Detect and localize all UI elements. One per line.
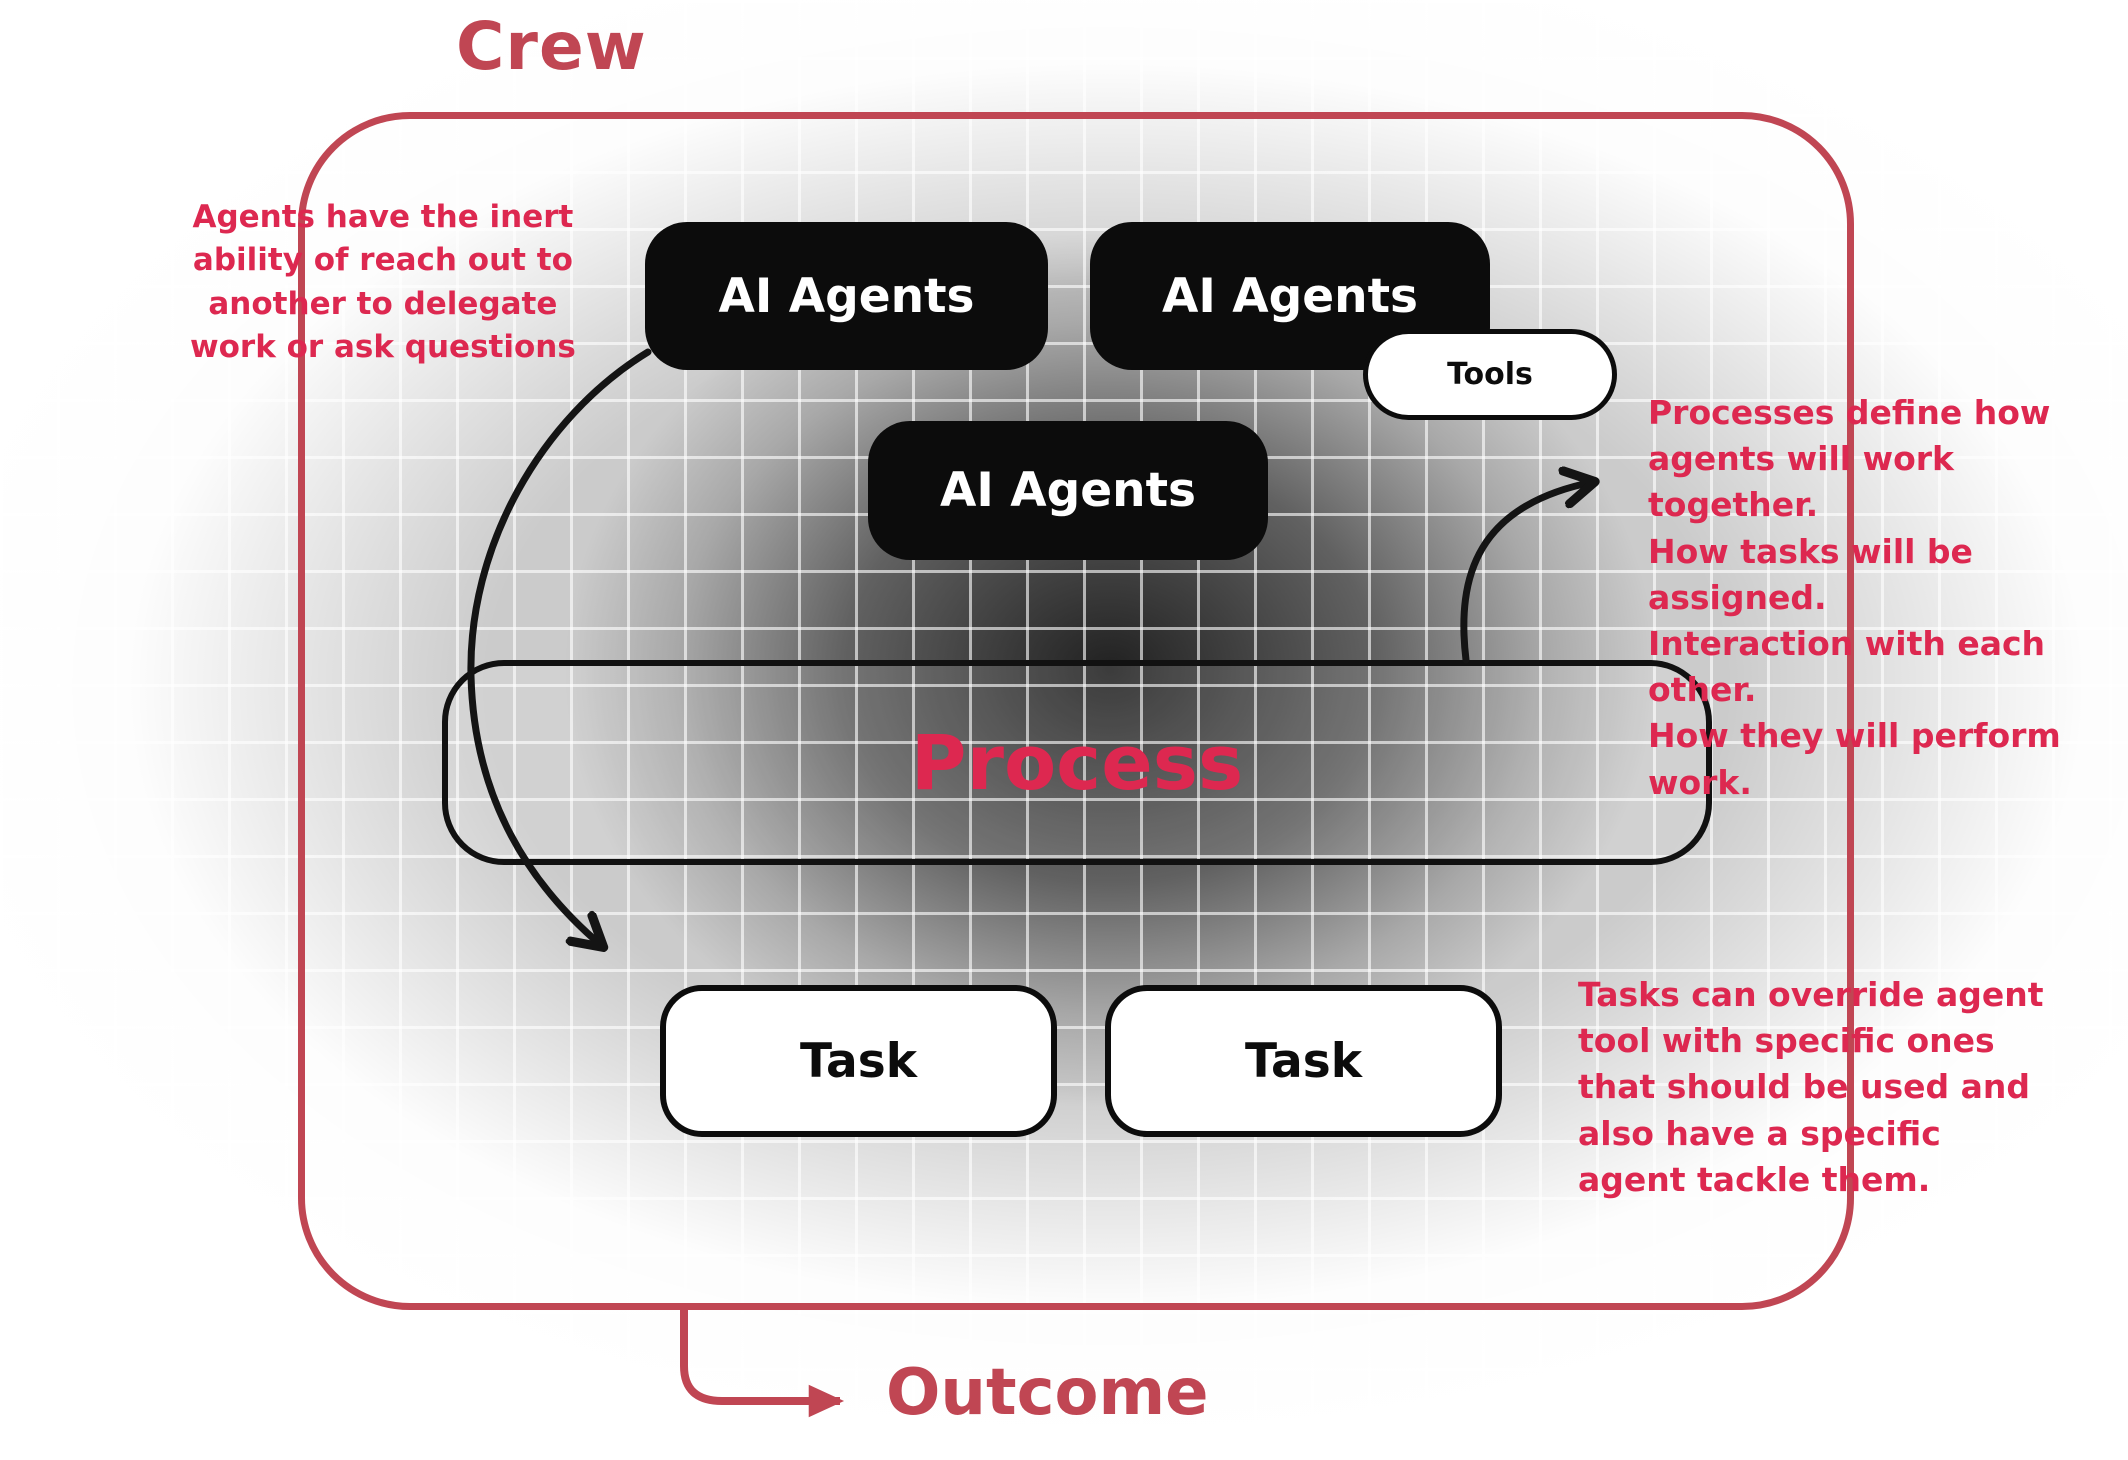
task-box-2: Task xyxy=(1105,985,1502,1137)
ai-agents-label-2: AI Agents xyxy=(1161,268,1419,324)
annotation-right-bottom: Tasks can override agent tool with speci… xyxy=(1578,975,2044,1199)
annotation-right-top: Processes define how agents will work to… xyxy=(1648,393,2061,802)
annotation-left: Agents have the inert ability of reach o… xyxy=(190,199,576,366)
ai-agents-label-1: AI Agents xyxy=(718,268,975,324)
process-box: Process xyxy=(442,660,1712,865)
ai-agents-box-1: AI Agents xyxy=(645,222,1048,370)
process-label: Process xyxy=(910,718,1244,807)
outcome-label: Outcome xyxy=(886,1356,1209,1430)
task-label-2: Task xyxy=(1245,1033,1362,1089)
task-label-1: Task xyxy=(800,1033,917,1089)
crew-label: Crew xyxy=(456,8,647,85)
ai-agents-label-3: AI Agents xyxy=(939,463,1197,518)
task-box-1: Task xyxy=(660,985,1057,1137)
ai-agents-box-3: AI Agents xyxy=(868,421,1268,560)
tools-label: Tools xyxy=(1447,357,1533,392)
crew-border xyxy=(298,112,1854,1310)
tools-box: Tools xyxy=(1363,329,1617,420)
